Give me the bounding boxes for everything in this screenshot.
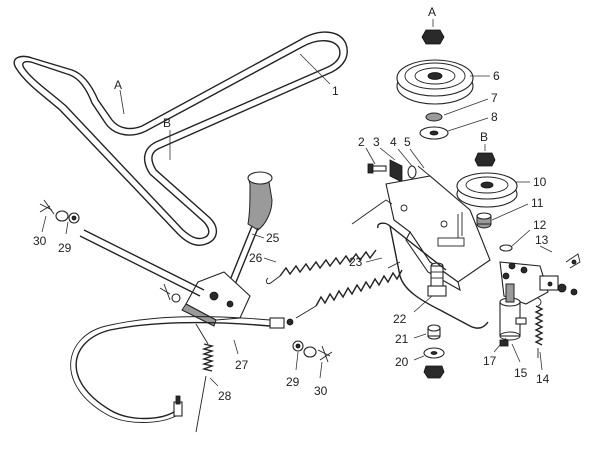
bushing-11 <box>476 212 492 229</box>
label-cable-27: 27 <box>235 358 249 372</box>
spring-14 <box>534 297 544 358</box>
clip-lever <box>159 283 181 303</box>
label-pin-30-right: 30 <box>314 384 328 398</box>
label-rod-23: 23 <box>349 255 363 269</box>
belt <box>13 31 348 246</box>
label-pin-30-left: 30 <box>33 234 47 248</box>
label-bushing-7: 7 <box>491 91 498 105</box>
label-pulley-lower: 10 <box>533 175 547 189</box>
spring-26 <box>265 199 393 285</box>
washer-29-right <box>292 340 317 358</box>
label-part-3: 3 <box>373 135 380 149</box>
label-pulley-upper: 6 <box>493 69 500 83</box>
pulley-lower <box>456 172 518 208</box>
label-spring-14: 14 <box>536 372 550 386</box>
callout-pulley-b: B <box>480 130 488 144</box>
bushing-7 <box>425 112 443 122</box>
lower-nut <box>474 152 496 167</box>
ring-12 <box>499 244 513 252</box>
bolt-2 <box>367 163 387 174</box>
label-clip-13: 13 <box>535 233 549 247</box>
label-shoulder-bolt-22: 22 <box>393 312 407 326</box>
part-5 <box>417 165 431 177</box>
label-bushing-11: 11 <box>531 196 544 210</box>
part-4 <box>407 165 417 179</box>
rod-left <box>79 229 205 297</box>
upper-nut <box>421 29 445 45</box>
label-part-15: 15 <box>514 366 528 380</box>
pin-30-right <box>317 345 333 363</box>
clip-13 <box>565 253 581 269</box>
label-washer-20: 20 <box>395 355 409 369</box>
label-spring-26: 26 <box>249 251 263 265</box>
washer-29-left <box>55 210 80 224</box>
idler-bracket <box>385 175 491 292</box>
label-bolt-2: 2 <box>358 135 365 149</box>
label-bushing-21: 21 <box>395 332 409 346</box>
label-belt: 1 <box>332 84 339 98</box>
cable-27 <box>70 316 294 423</box>
part-3 <box>389 159 403 183</box>
label-ring-12: 12 <box>533 218 547 232</box>
callout-belt-a: A <box>114 78 122 92</box>
spring-28 <box>195 323 215 433</box>
callout-pulley-a: A <box>428 5 436 19</box>
label-washer-29-left: 29 <box>58 241 72 255</box>
shoulder-bolt-22 <box>427 262 447 297</box>
washer-8 <box>419 126 449 140</box>
label-bracket-17: 17 <box>483 354 497 368</box>
spring-long <box>295 261 403 319</box>
callout-belt-b: B <box>163 116 171 130</box>
part-15 <box>499 339 509 347</box>
label-washer-29-right: 29 <box>286 375 300 389</box>
bracket-17 <box>499 283 527 341</box>
lever-pivot-bracket <box>181 271 251 327</box>
label-part-5: 5 <box>404 135 411 149</box>
label-lever-25: 25 <box>266 231 280 245</box>
bushing-21 <box>427 324 441 340</box>
rod-23 <box>377 222 489 329</box>
label-spring-28: 28 <box>218 389 232 403</box>
label-part-4: 4 <box>390 135 397 149</box>
label-washer-8: 8 <box>491 110 498 124</box>
pulley-upper <box>396 59 474 105</box>
pin-30-left <box>39 199 55 215</box>
washer-20 <box>423 347 445 379</box>
